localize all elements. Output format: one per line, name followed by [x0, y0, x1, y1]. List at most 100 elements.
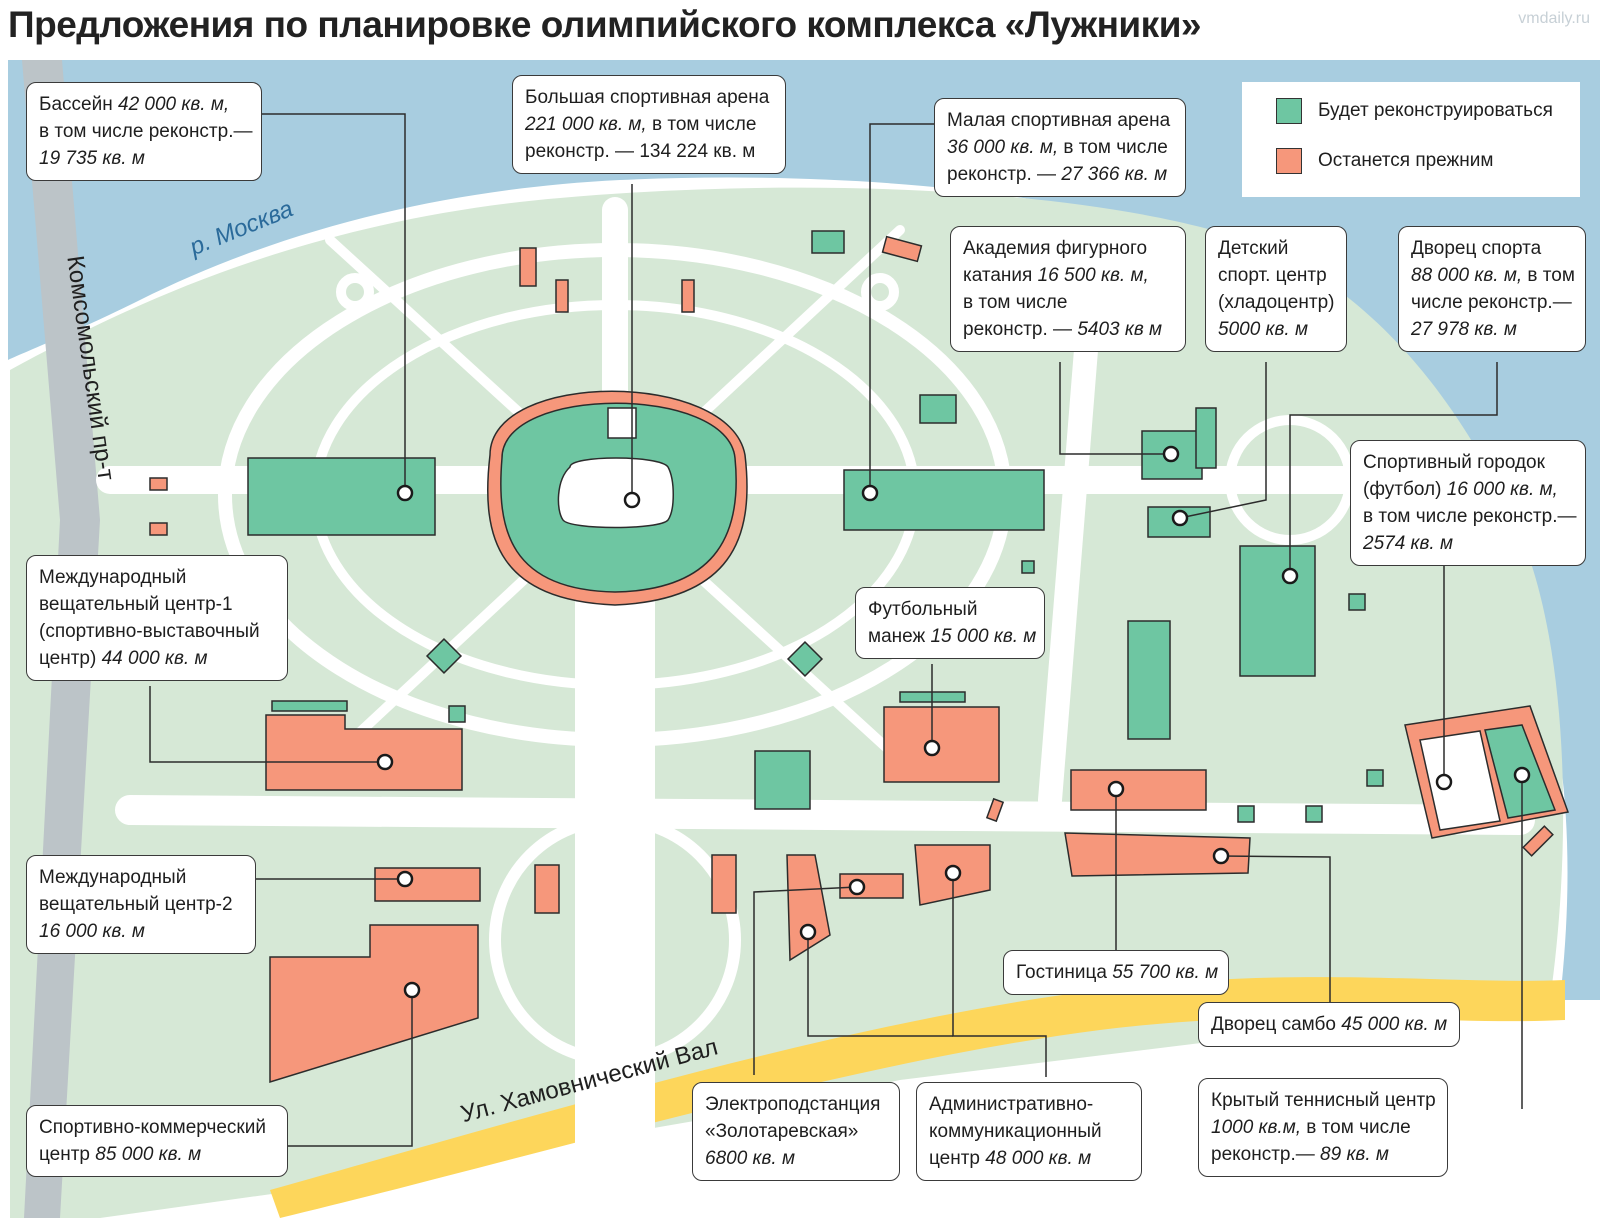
building-red-6 [681, 279, 695, 313]
label-line: Гостиница 55 700 кв. м [1016, 959, 1218, 986]
label-sambo-palace[interactable]: Дворец самбо 45 000 кв. м [1198, 1002, 1460, 1047]
label-text: (хладоцентр) [1218, 292, 1335, 313]
label-line: реконстр.— 89 кв. м [1211, 1141, 1435, 1168]
markers [376, 445, 1531, 999]
area-value: 1000 кв.м, [1211, 1117, 1302, 1138]
marker-tennis-center [1435, 773, 1453, 791]
label-commercial-center[interactable]: Спортивно-коммерческий центр 85 000 кв. м [26, 1105, 288, 1177]
area-value: 89 кв. м [1320, 1144, 1389, 1165]
label-football-manege[interactable]: Футбольный манеж 15 000 кв. м [855, 587, 1045, 659]
label-line: Футбольный [868, 596, 1032, 623]
label-line: манеж 15 000 кв. м [868, 623, 1036, 650]
area-value: 88 000 кв. м, [1411, 265, 1523, 286]
label-line: коммуникационный [929, 1118, 1129, 1145]
area-value: 2574 кв. м [1363, 533, 1454, 554]
label-line: реконстр. — 134 224 кв. м [525, 138, 773, 165]
label-line: Административно- [929, 1091, 1129, 1118]
label-text: Спортивно-коммерческий [39, 1117, 266, 1138]
label-line: центр 85 000 кв. м [39, 1141, 275, 1168]
label-text: (футбол) [1363, 479, 1447, 500]
area-value: 15 000 кв. м [930, 626, 1037, 647]
label-text: в том [1522, 265, 1575, 286]
marker-commercial-center [403, 981, 421, 999]
label-sport-town[interactable]: Спортивный городок(футбол) 16 000 кв. м,… [1350, 440, 1586, 566]
marker-kids-center [1171, 509, 1189, 527]
leader-lines [149, 113, 1523, 1147]
label-line: в том числе реконстр.— [39, 118, 252, 145]
label-substation[interactable]: Электроподстанция«Золотаревская»6800 кв.… [692, 1082, 900, 1181]
marker-sport-palace [1281, 567, 1299, 585]
building-red-5 [555, 279, 569, 313]
label-line: 5000 кв. м [1218, 316, 1334, 343]
label-text: реконстр. — 134 224 кв. м [525, 141, 756, 162]
label-kids-center[interactable]: Детский спорт. центр (хладоцентр) 5000 кв. … [1205, 226, 1347, 352]
label-line: числе реконстр.— [1411, 289, 1573, 316]
label-line: реконстр. — 5403 кв м [963, 316, 1173, 343]
label-line: вещательный центр-2 [39, 891, 243, 918]
area-value: 5403 кв м [1077, 319, 1163, 340]
label-text: манеж [868, 626, 931, 647]
building-ibc-1-strip [271, 700, 348, 712]
label-text: Футбольный [868, 599, 978, 620]
building-red-2 [711, 854, 737, 914]
building-green-small-3 [1366, 769, 1384, 787]
building-figure-skating-annex [1195, 407, 1217, 469]
building-ibc-2 [374, 867, 481, 902]
label-line: Академия фигурного [963, 235, 1173, 262]
label-pool[interactable]: Бассейн 42 000 кв. м,в том числе реконст… [26, 82, 262, 181]
area-value: 44 000 кв. м [101, 648, 208, 669]
building-red-7 [881, 235, 923, 263]
label-text: Малая спортивная арена [947, 110, 1171, 131]
label-text: Детский [1218, 238, 1289, 259]
area-value: 16 500 кв. м, [1037, 265, 1149, 286]
marker-ibc-1 [376, 753, 394, 771]
label-line: (хладоцентр) [1218, 289, 1334, 316]
building-green-small-5 [1305, 805, 1323, 823]
marker-hotel [1107, 780, 1125, 798]
marker-sport-town [1513, 766, 1531, 784]
label-text: реконстр. — [963, 319, 1078, 340]
label-line: Дворец самбо 45 000 кв. м [1211, 1011, 1447, 1038]
label-line: Детский [1218, 235, 1334, 262]
building-green-small-6 [1021, 560, 1035, 574]
legend-label-reconstruct: Будет реконструироваться [1318, 100, 1553, 121]
building-red-1 [534, 864, 560, 914]
marker-football-manege [923, 739, 941, 757]
label-line: Международный [39, 864, 243, 891]
label-line: Электроподстанция [705, 1091, 887, 1118]
label-line: (спортивно-выставочный [39, 618, 275, 645]
building-green-small-4 [1237, 805, 1255, 823]
marker-big-arena [623, 491, 641, 509]
source-watermark: vmdaily.ru [1518, 10, 1590, 27]
label-line: спорт. центр [1218, 262, 1334, 289]
label-text: вещательный центр-1 [39, 594, 233, 615]
marker-admin-center [944, 864, 962, 882]
building-green-block [1127, 620, 1171, 740]
label-text: реконстр. — [947, 164, 1062, 185]
label-hotel[interactable]: Гостиница 55 700 кв. м [1003, 950, 1229, 995]
label-text: Дворец самбо [1211, 1014, 1342, 1035]
marker-red-3 [848, 878, 866, 896]
label-text: центр) [39, 648, 102, 669]
label-text: «Золотаревская» [705, 1121, 859, 1142]
area-value: 36 000 кв. м, [947, 137, 1059, 158]
label-text: Академия фигурного [963, 238, 1148, 259]
area-value: 85 000 кв. м [95, 1144, 202, 1165]
label-line: вещательный центр-1 [39, 591, 275, 618]
building-ibc-1 [265, 714, 463, 791]
label-line: Крытый теннисный центр [1211, 1087, 1436, 1114]
area-value: 27 978 кв. м [1411, 319, 1517, 340]
label-line: (футбол) 16 000 кв. м, [1363, 476, 1573, 503]
label-text: центр [929, 1148, 986, 1169]
label-text: коммуникационный [929, 1121, 1102, 1142]
area-value: 16 000 кв. м, [1446, 479, 1558, 500]
area-value: 27 366 кв. м [1061, 164, 1168, 185]
